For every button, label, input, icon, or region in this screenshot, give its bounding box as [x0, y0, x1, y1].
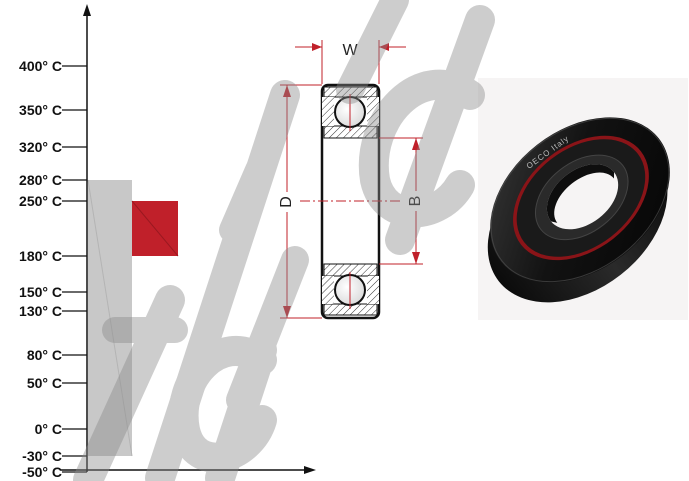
- bore-dimension: B: [379, 137, 425, 265]
- tick-label: 150° C: [19, 284, 62, 300]
- upper-right-seal: [367, 97, 379, 126]
- tick-label: -30° C: [22, 448, 62, 464]
- watermark: [73, 0, 495, 481]
- width-label: W: [342, 42, 358, 59]
- outer-diameter-dimension: D: [278, 84, 322, 319]
- red-block-diagonal: [131, 200, 179, 257]
- axis-arrow-up-icon: [83, 4, 91, 16]
- tick-label: 250° C: [19, 193, 62, 209]
- tick-label: 180° C: [19, 248, 62, 264]
- tick-label: 350° C: [19, 102, 62, 118]
- lower-right-seal: [367, 276, 379, 304]
- tick-label: 0° C: [35, 421, 62, 437]
- axis-arrow-right-icon: [304, 466, 316, 474]
- tick-label: 320° C: [19, 139, 62, 155]
- tick-label: 400° C: [19, 58, 62, 74]
- tick-label: 280° C: [19, 172, 62, 188]
- tick-label: 130° C: [19, 303, 62, 319]
- bore-inner-wall: [546, 164, 615, 223]
- temperature-scale: 400° C 350° C 320° C 280° C 250° C 180° C 150°…: [19, 4, 316, 480]
- temperature-ticks: 400° C 350° C 320° C 280° C 250° C 180° C 150°…: [19, 58, 87, 480]
- bearing-photo: OECO Italy: [478, 78, 688, 320]
- upper-left-seal: [322, 97, 334, 126]
- lower-left-seal: [322, 276, 334, 304]
- bore-label: B: [407, 196, 424, 207]
- tick-label: -50° C: [22, 464, 62, 480]
- grey-bar-diagonal: [87, 179, 133, 457]
- width-dimension: W: [295, 40, 406, 84]
- tick-label: 80° C: [27, 347, 62, 363]
- tick-label: 50° C: [27, 375, 62, 391]
- outer-diameter-label: D: [278, 196, 295, 208]
- bearing-cross-section: W D B: [278, 40, 425, 320]
